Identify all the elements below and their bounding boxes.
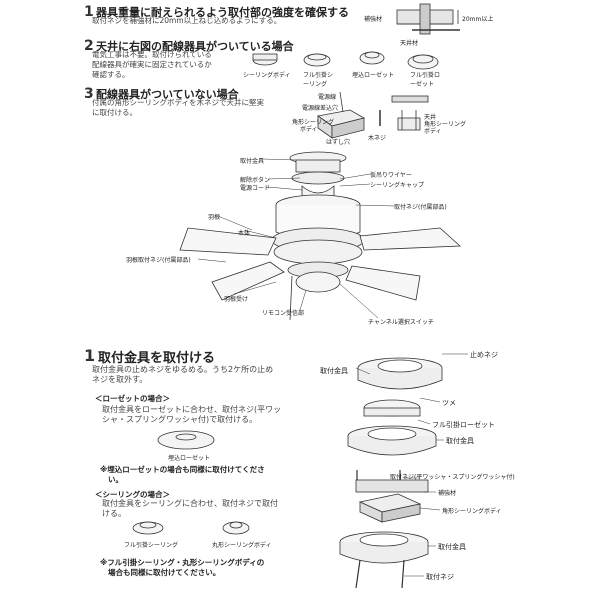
ceiling-note-2: 場合も同様に取付けてください。	[108, 568, 221, 577]
step-label-full-rosette: フル引掛ローゼット	[432, 421, 495, 429]
section1-title: 器具重量に耐えられるよう取付部の強度を確保する	[96, 6, 349, 19]
bracket-diagram	[339, 357, 443, 589]
label-body-2: ボディ	[424, 128, 442, 135]
label-hook-rosette: フル引掛ローゼット	[410, 72, 441, 88]
fan-label-remote-rx: リモコン受信部	[262, 310, 305, 317]
label-cable: 電源線	[318, 94, 337, 101]
section3-number: 3	[84, 86, 94, 102]
step-label-claw: ツメ	[442, 399, 456, 407]
rosette-desc-1: 取付金具をローゼットに合わせ、取付ネジ(平ワッ	[102, 405, 282, 414]
fan-label-body: 本体	[238, 230, 251, 237]
step1-title: 取付金具を取付ける	[98, 351, 216, 366]
fan-label-screw-incl: 取付ネジ(付属部品)	[394, 204, 447, 211]
label-body: ボディ	[300, 126, 318, 133]
fan-label-release: 解除ボタン	[240, 177, 271, 184]
section2-desc-2: 配線器具が確実に固定されているか	[92, 60, 212, 69]
section2-number: 2	[84, 38, 94, 54]
ceiling-caption-2: 丸形シーリングボディ	[212, 542, 272, 549]
rosette-caption: 埋込ローゼット	[168, 455, 211, 462]
fan-label-channel: チャンネル選択スイッチ	[368, 319, 434, 326]
section2-desc-1: 電気工事は不要。取付けられている	[92, 50, 212, 59]
label-ceiling: 天井	[424, 114, 437, 121]
step-label-bracket-2: 取付金具	[446, 437, 474, 445]
step-label-stop-screw: 止めネジ	[470, 351, 498, 359]
label-depth: 20mm以上	[462, 16, 494, 23]
step1-number: 1	[84, 346, 96, 365]
label-full-hook: フル引掛シーリング	[303, 72, 334, 88]
wiring-devices	[252, 51, 439, 70]
label-square-body: 角形シーリング	[292, 119, 335, 126]
fan-diagram	[179, 151, 461, 321]
fan-label-blade: 羽根	[208, 214, 221, 221]
rosette-desc-2: シャ・スプリングワッシャ付)で取付ける。	[102, 415, 258, 424]
step-label-square-body: 角形シーリングボディ	[442, 508, 502, 515]
small-devices	[132, 430, 250, 535]
label-reinforcement: 補強材	[364, 16, 383, 23]
label-release-hole: はずし穴	[326, 139, 351, 146]
rosette-note-2: い。	[108, 475, 123, 484]
reinforcement-diagram	[396, 3, 460, 35]
step-label-screw: 取付ネジ	[426, 573, 454, 581]
fan-label-cap: シーリングキャップ	[370, 182, 425, 189]
label-square-body-2: 角形シーリング	[424, 121, 467, 128]
step1-desc-1: 取付金具の止めネジをゆるめる。うち2ケ所の止め	[92, 365, 274, 374]
step-label-bracket-3: 取付金具	[438, 543, 466, 551]
section2-desc-3: 確認する。	[92, 70, 130, 79]
fan-label-bracket: 取付金具	[240, 158, 265, 165]
section3-desc-2: に取付ける。	[92, 108, 137, 117]
step-label-screw-washer: 取付ネジ(平ワッシャ・スプリングワッシャ付)	[390, 474, 515, 481]
section2-title: 天井に右図の配線器具がついている場合	[96, 40, 294, 53]
fan-label-temp-wire: 仮吊りワイヤー	[370, 172, 412, 179]
section1-number: 1	[84, 4, 94, 20]
label-insert: 電源線差込穴	[302, 105, 339, 112]
ceiling-heading: ＜シーリングの場合＞	[95, 490, 170, 499]
rosette-note-1: ※埋込ローゼットの場合も同様に取付けてくださ	[100, 465, 265, 474]
section3-desc-1: 付属の角形シーリングボディを木ネジで天井に堅実	[92, 98, 264, 107]
fan-label-power-cord: 電源コード	[240, 185, 271, 192]
label-wood-screw: 木ネジ	[368, 135, 387, 142]
ceiling-note-1: ※フル引掛シーリング・丸形シーリングボディの	[100, 558, 265, 567]
step-label-bracket: 取付金具	[320, 367, 348, 375]
fan-label-blade-screw: 羽根取付ネジ(付属部品)	[126, 257, 191, 264]
section1-desc: 取付ネジを補強材に20mm以上ねじ込めるようにする。	[92, 16, 282, 25]
ceiling-caption-1: フル引掛シーリング	[124, 542, 179, 549]
section3-title: 配線器具がついていない場合	[96, 88, 239, 101]
ceiling-desc-2: ける。	[102, 509, 126, 518]
step-label-reinforcement: 補強材	[438, 490, 457, 497]
label-ceiling-material: 天井材	[400, 40, 419, 47]
label-ceiling-body: シーリングボディ	[243, 72, 291, 79]
label-embedded: 埋込ローゼット	[352, 72, 395, 79]
fan-label-blade-holder: 羽根受け	[224, 296, 249, 303]
ceiling-desc-1: 取付金具をシーリングに合わせ、取付ネジで取付	[102, 499, 278, 508]
rosette-heading: ＜ローゼットの場合＞	[95, 394, 170, 403]
square-ceiling-body	[317, 91, 429, 139]
step1-desc-2: ネジを取外す。	[92, 375, 148, 384]
